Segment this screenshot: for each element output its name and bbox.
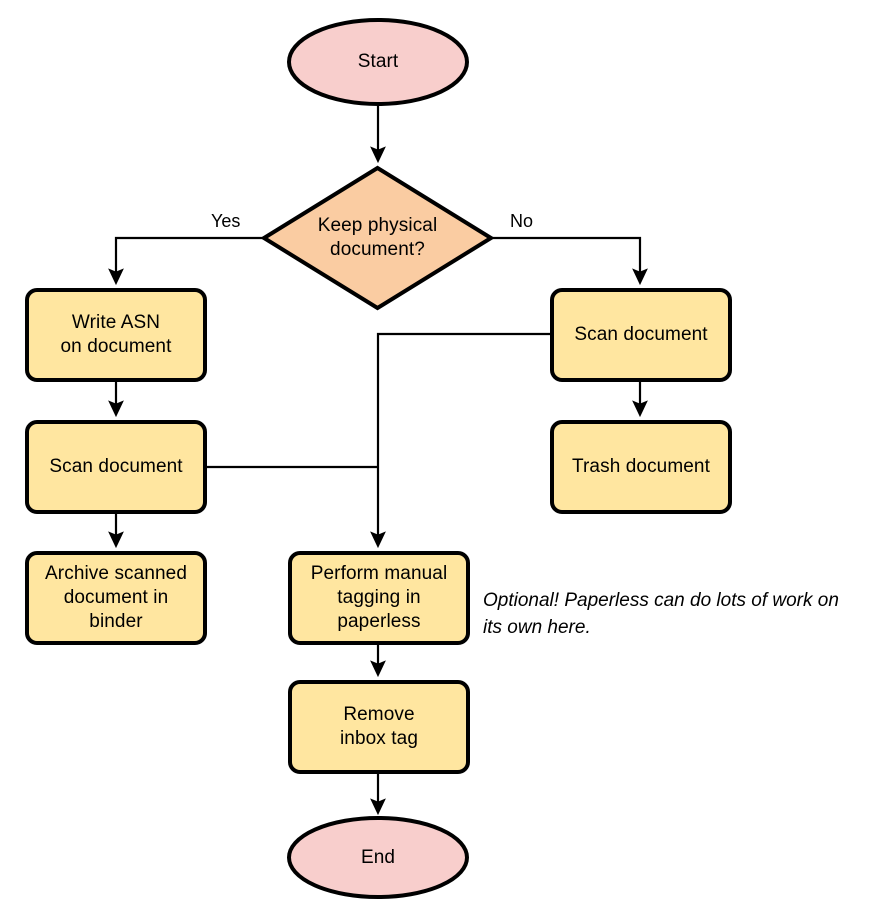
node-remove-inbox-tag[interactable] [288,680,470,774]
edge-label-yes: Yes [211,211,241,231]
node-scan-document-left[interactable] [25,420,207,514]
edge-decision-to-write-asn [108,236,264,286]
node-end[interactable] [287,816,469,899]
edge-label-no: No [510,211,534,231]
node-write-asn[interactable] [25,288,207,382]
node-trash-document[interactable] [550,420,732,514]
node-start[interactable] [287,18,469,106]
node-archive-in-binder[interactable] [25,551,207,645]
optional-note: Optional! Paperless can do lots of work … [483,590,839,638]
edge-scan-right-to-manual-tagging [370,332,552,549]
node-keep-physical-document[interactable] [260,165,495,311]
node-scan-document-right[interactable] [550,288,732,382]
node-manual-tagging[interactable] [288,551,470,645]
edge-decision-to-scan-right [491,236,648,286]
